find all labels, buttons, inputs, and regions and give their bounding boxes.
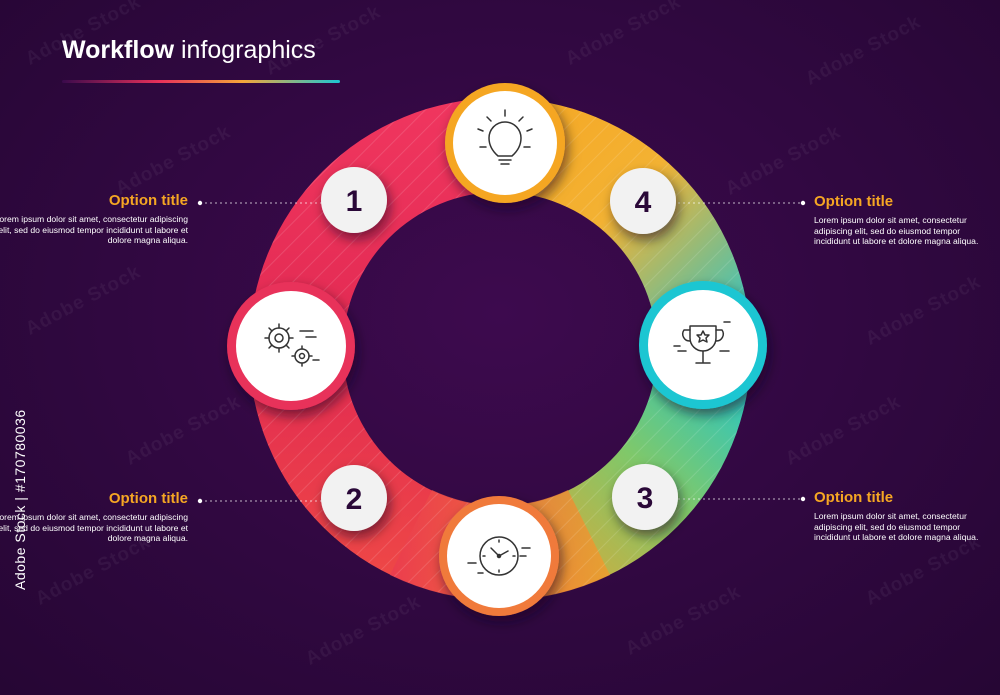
trophy-icon — [673, 321, 731, 364]
step-badge-1 — [321, 167, 387, 233]
title-bold: Workflow — [62, 36, 175, 64]
gears-icon — [264, 323, 320, 367]
connector-dot-4 — [800, 200, 806, 206]
lightbulb-icon — [477, 109, 533, 165]
step-badge-4 — [610, 168, 676, 234]
step-body-1: Lorem ipsum dolor sit amet, consectetur … — [0, 214, 188, 246]
step-body-2: Lorem ipsum dolor sit amet, consectetur … — [0, 512, 188, 544]
step-description-1: Option title Lorem ipsum dolor sit amet,… — [0, 192, 188, 246]
step-description-2: Option title Lorem ipsum dolor sit amet,… — [0, 490, 188, 544]
step-description-3: Option title Lorem ipsum dolor sit amet,… — [814, 489, 986, 543]
icon-node-top — [445, 83, 565, 203]
step-title-3: Option title — [814, 489, 894, 506]
icon-node-right — [639, 281, 767, 409]
icon-node-left — [227, 282, 355, 410]
stock-id-watermark: Adobe Stock | #170780036 — [12, 409, 28, 590]
step-number-1: 1 — [346, 185, 363, 218]
step-body-3: Lorem ipsum dolor sit amet, consectetur … — [814, 511, 979, 543]
step-title-1: Option title — [108, 192, 188, 209]
title-rest: infographics — [174, 36, 316, 64]
connector-dot-3 — [800, 496, 806, 502]
step-body-4: Lorem ipsum dolor sit amet, consectetur … — [814, 215, 979, 247]
connector-dot-2 — [197, 498, 203, 504]
step-title-2: Option title — [108, 490, 188, 507]
page-title: Workflow infographics — [62, 36, 316, 65]
step-number-3: 3 — [637, 482, 654, 515]
step-badge-2 — [321, 465, 387, 531]
title-underline — [62, 80, 340, 83]
connector-dot-1 — [197, 200, 203, 206]
step-number-4: 4 — [635, 186, 652, 219]
step-description-4: Option title Lorem ipsum dolor sit amet,… — [814, 193, 986, 247]
step-badge-3 — [612, 464, 678, 530]
clock-icon — [467, 536, 531, 576]
step-title-4: Option title — [814, 193, 894, 210]
step-number-2: 2 — [346, 483, 363, 516]
